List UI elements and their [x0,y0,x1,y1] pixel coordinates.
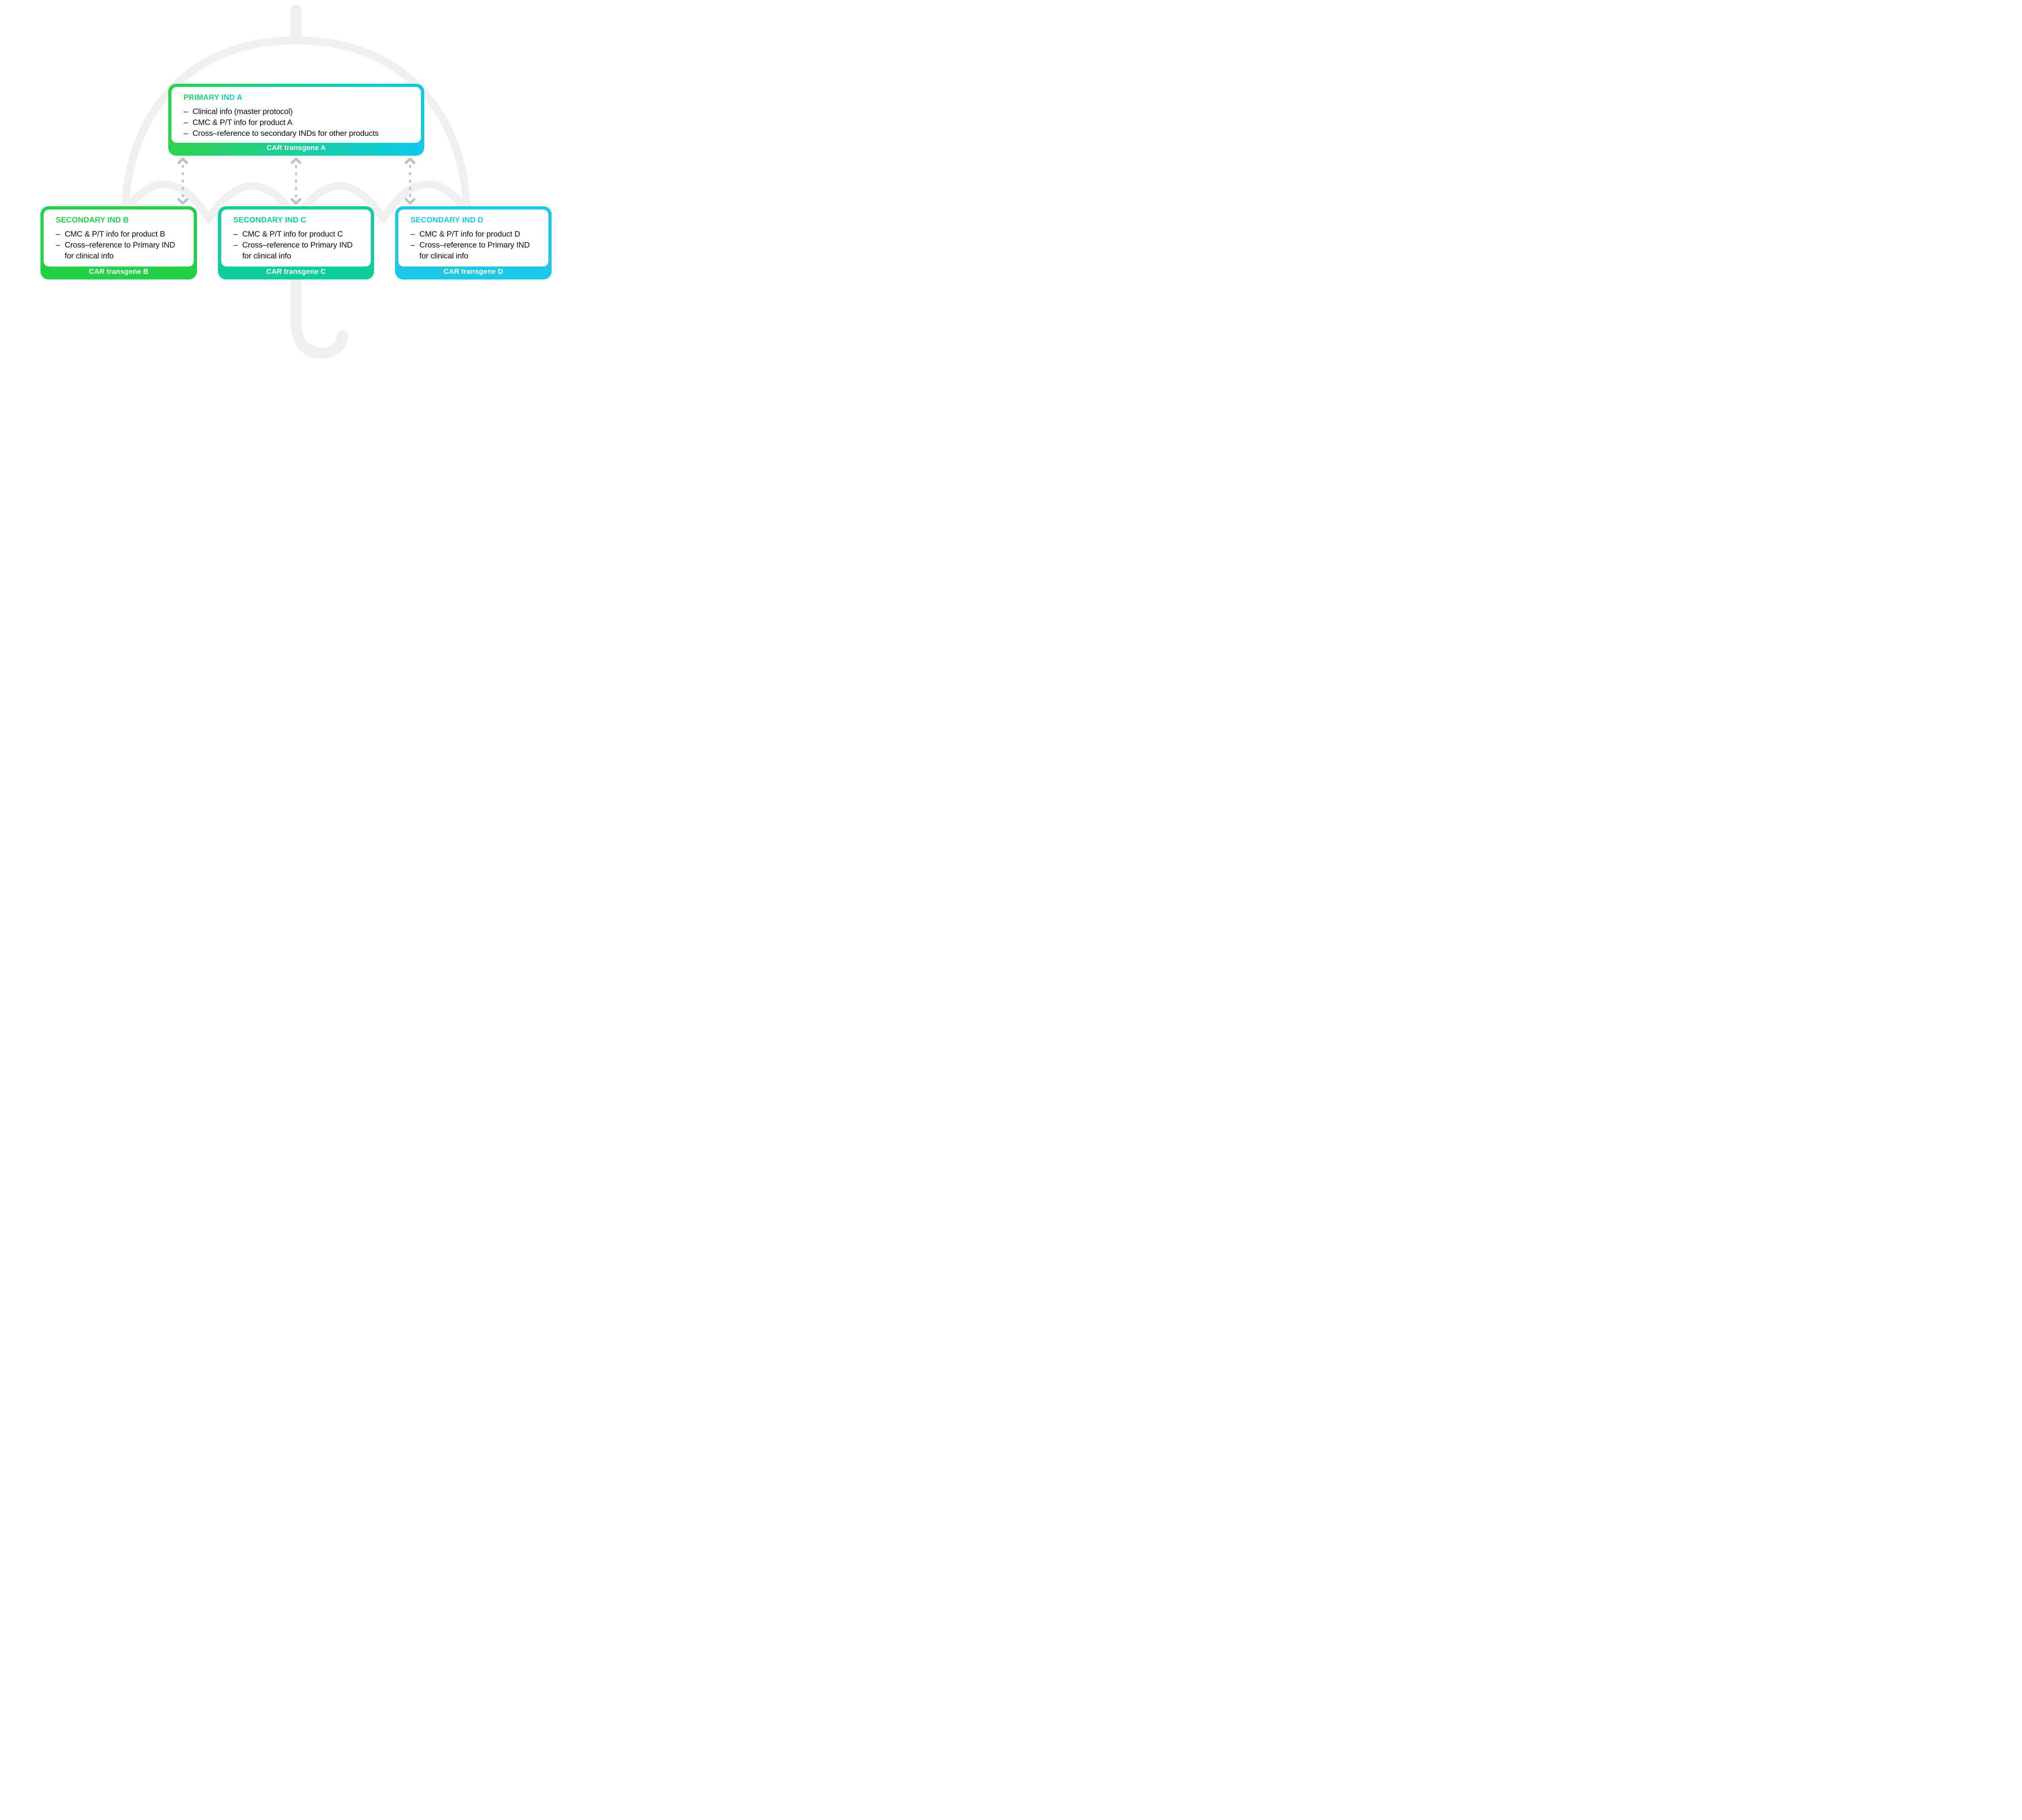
primary-card-footer-label: CAR transgene A [266,144,326,152]
dotted-double-arrow-icon [398,157,422,206]
bullet-dash: – [233,230,238,239]
secondary-ind-b-card: SECONDARY IND B – CMC & P/T info for pro… [40,206,197,279]
bullet-dash: – [410,241,415,250]
secondary-card-footer-label: CAR transgene B [89,267,148,275]
secondary-card-body: SECONDARY IND B – CMC & P/T info for pro… [44,210,194,267]
primary-card-bullet-list: – Clinical info (master protocol) – CMC … [184,106,416,139]
secondary-card-body: SECONDARY IND C – CMC & P/T info for pro… [221,210,371,267]
primary-card-body: PRIMARY IND A – Clinical info (master pr… [171,87,421,143]
secondary-card-title: SECONDARY IND B [56,216,129,224]
bullet-text: Cross–reference to Primary IND for clini… [65,241,175,260]
secondary-card-body: SECONDARY IND D – CMC & P/T info for pro… [398,210,548,267]
secondary-card-bullet-list: – CMC & P/T info for product D – Cross–r… [410,229,544,262]
bullet-dash: – [56,230,60,239]
diagram-canvas: PRIMARY IND A – Clinical info (master pr… [0,0,592,364]
bullet-item: – Cross–reference to secondary INDs for … [184,128,416,139]
umbrella-handle [290,213,348,359]
bullet-dash: – [184,129,188,138]
umbrella-dome [121,36,471,216]
bullet-text: CMC & P/T info for product D [419,230,520,239]
bullet-item: – Clinical info (master protocol) [184,106,416,117]
bullet-dash: – [184,107,188,116]
dotted-double-arrow-icon [284,157,308,206]
bullet-dash: – [410,230,415,239]
primary-card-title: PRIMARY IND A [184,93,243,102]
bullet-text: CMC & P/T info for product A [192,118,292,127]
bullet-item: – Cross–reference to Primary IND for cli… [56,240,189,262]
bullet-item: – CMC & P/T info for product A [184,117,416,128]
umbrella-ferrule [290,5,302,44]
secondary-ind-d-card: SECONDARY IND D – CMC & P/T info for pro… [395,206,552,279]
secondary-card-footer-label: CAR transgene D [444,267,503,275]
bullet-text: Cross–reference to Primary IND for clini… [242,241,353,260]
bullet-text: Clinical info (master protocol) [192,107,293,116]
secondary-card-bullet-list: – CMC & P/T info for product C – Cross–r… [233,229,366,262]
bullet-item: – CMC & P/T info for product C [233,229,366,240]
secondary-card-footer-label: CAR transgene C [266,267,326,275]
bullet-item: – CMC & P/T info for product B [56,229,189,240]
bullet-item: – Cross–reference to Primary IND for cli… [233,240,366,262]
bullet-item: – CMC & P/T info for product D [410,229,544,240]
primary-ind-a-card: PRIMARY IND A – Clinical info (master pr… [168,84,424,156]
dotted-double-arrow-icon [171,157,195,206]
bullet-dash: – [184,118,188,127]
bullet-text: Cross–reference to Primary IND for clini… [419,241,530,260]
bullet-dash: – [233,241,238,250]
secondary-card-bullet-list: – CMC & P/T info for product B – Cross–r… [56,229,189,262]
secondary-ind-c-card: SECONDARY IND C – CMC & P/T info for pro… [218,206,374,279]
secondary-card-title: SECONDARY IND D [410,216,484,224]
bullet-text: CMC & P/T info for product C [242,230,343,239]
bullet-text: Cross–reference to secondary INDs for ot… [192,129,379,138]
secondary-card-title: SECONDARY IND C [233,216,307,224]
bullet-item: – Cross–reference to Primary IND for cli… [410,240,544,262]
bullet-dash: – [56,241,60,250]
bullet-text: CMC & P/T info for product B [65,230,165,239]
